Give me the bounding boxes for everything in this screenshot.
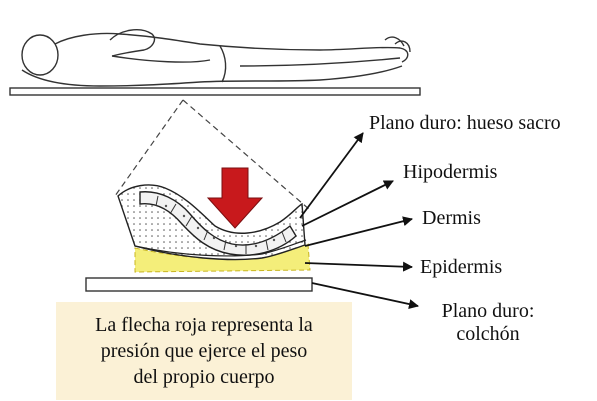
tissue-cross-section (118, 185, 306, 260)
arrow-plano-duro-sacro (300, 133, 363, 218)
arrow-hipodermis (302, 181, 393, 226)
label-hipodermis: Hipodermis (403, 161, 497, 184)
leader-arrows (300, 133, 418, 306)
pressure-arrow (208, 168, 262, 228)
label-plano-duro-colchon-line2: colchón (428, 323, 548, 346)
label-plano-duro-sacro: Plano duro: hueso sacro (369, 112, 561, 135)
arrow-dermis (305, 219, 412, 246)
label-dermis: Dermis (422, 207, 481, 230)
bed-slab (10, 88, 420, 95)
caption-line-2: presión que ejerce el peso (56, 338, 352, 364)
label-epidermis: Epidermis (420, 256, 502, 279)
label-plano-duro-colchon: Plano duro: colchón (428, 300, 548, 346)
label-plano-duro-colchon-line1: Plano duro: (428, 300, 548, 323)
caption-box: La flecha roja representa la presión que… (56, 302, 352, 400)
lying-body-illustration (22, 30, 410, 86)
mattress-slab (86, 278, 312, 291)
caption-line-1: La flecha roja representa la (56, 312, 352, 338)
arrow-epidermis (305, 263, 412, 267)
caption-line-3: del propio cuerpo (56, 364, 352, 390)
